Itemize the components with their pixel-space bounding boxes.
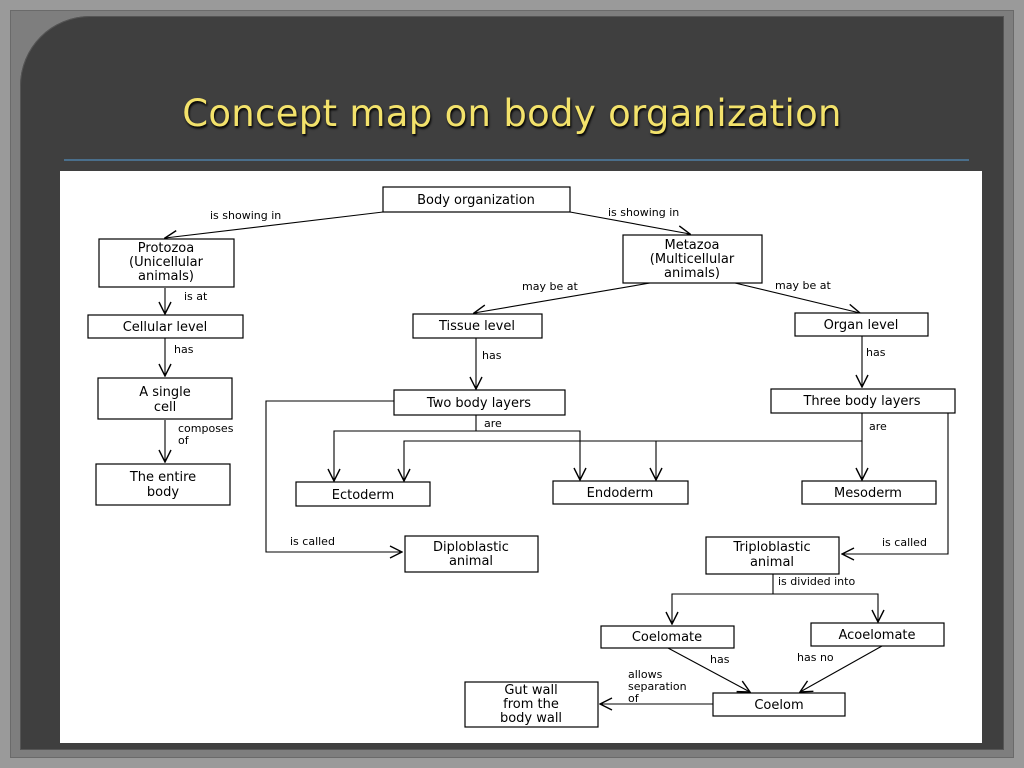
slide-title: Concept map on body organization <box>182 92 842 135</box>
svg-text:Acoelomate: Acoelomate <box>838 628 915 643</box>
node-tissue-level: Tissue level <box>412 313 543 339</box>
node-single-cell: A single cell <box>97 377 233 420</box>
node-body-organization: Body organization <box>382 186 571 213</box>
node-gut-wall: Gut wall from the body wall <box>464 681 599 728</box>
node-coelomate: Coelomate <box>600 625 735 649</box>
svg-text:A single: A single <box>139 385 191 400</box>
svg-text:animal: animal <box>449 554 493 569</box>
svg-text:animals): animals) <box>664 266 720 281</box>
svg-text:Ectoderm: Ectoderm <box>332 488 394 503</box>
svg-text:The entire: The entire <box>129 470 196 485</box>
edges <box>165 211 949 704</box>
label-are-two: are <box>484 417 502 430</box>
label-showing-in-left: is showing in <box>210 209 281 222</box>
svg-text:Triploblastic: Triploblastic <box>732 540 810 555</box>
svg-text:Gut wall: Gut wall <box>504 683 557 698</box>
title-divider <box>64 159 969 161</box>
svg-text:cell: cell <box>154 400 176 415</box>
edge-acoelomate-to-coelom <box>800 645 883 692</box>
label-has-coelomate: has <box>710 653 730 666</box>
node-protozoa: Protozoa (Unicellular animals) <box>98 238 235 288</box>
svg-text:Mesoderm: Mesoderm <box>834 486 902 501</box>
label-allows-3: of <box>628 692 640 705</box>
label-may-be-at-left: may be at <box>522 280 578 293</box>
node-two-body-layers: Two body layers <box>393 389 566 416</box>
label-composes-of: of <box>178 434 190 447</box>
node-three-body-layers: Three body layers <box>770 388 956 414</box>
edge-three-layers-to-ectoderm-b <box>404 413 863 481</box>
label-called-triplo: is called <box>882 536 927 549</box>
node-ectoderm: Ectoderm <box>295 481 431 507</box>
label-are-three: are <box>869 420 887 433</box>
node-mesoderm: Mesoderm <box>801 480 937 505</box>
svg-text:Coelomate: Coelomate <box>632 630 702 645</box>
label-has-organ: has <box>866 346 886 359</box>
label-is-at: is at <box>184 290 208 303</box>
node-cellular-level: Cellular level <box>87 314 244 339</box>
svg-text:Coelom: Coelom <box>754 698 803 713</box>
concept-map: is showing in is showing in is at may be… <box>87 186 956 728</box>
node-metazoa: Metazoa (Multicellular animals) <box>622 234 763 284</box>
label-has-tissue: has <box>482 349 502 362</box>
node-diploblastic: Diploblastic animal <box>404 535 539 573</box>
svg-text:body: body <box>147 485 179 500</box>
label-may-be-at-right: may be at <box>775 279 831 292</box>
edge-triplo-to-coelomate <box>672 574 774 624</box>
svg-text:Metazoa: Metazoa <box>664 238 719 253</box>
label-divided-into: is divided into <box>778 575 855 588</box>
svg-text:Two body layers: Two body layers <box>426 396 531 411</box>
svg-text:from the: from the <box>503 697 559 712</box>
edge-body-to-metazoa <box>569 211 690 234</box>
svg-text:animals): animals) <box>138 269 194 284</box>
edge-metazoa-to-tissue <box>474 282 651 313</box>
svg-text:Cellular level: Cellular level <box>123 320 208 335</box>
node-entire-body: The entire body <box>95 463 231 506</box>
svg-text:Protozoa: Protozoa <box>138 241 194 256</box>
svg-text:Three body layers: Three body layers <box>802 394 920 409</box>
node-endoderm: Endoderm <box>552 480 689 505</box>
edge-triplo-to-acoelomate <box>773 593 878 622</box>
svg-text:Diploblastic: Diploblastic <box>433 540 509 555</box>
svg-text:Tissue level: Tissue level <box>438 319 515 334</box>
label-has-no: has no <box>797 651 834 664</box>
edge-labels: is showing in is showing in is at may be… <box>174 206 927 705</box>
concept-map-panel: is showing in is showing in is at may be… <box>60 171 982 743</box>
node-triploblastic: Triploblastic animal <box>705 536 840 575</box>
edge-two-layers-to-diploblastic <box>265 400 402 552</box>
edge-coelomate-to-coelom <box>667 647 750 692</box>
node-acoelomate: Acoelomate <box>810 622 945 647</box>
svg-text:animal: animal <box>750 555 794 570</box>
label-showing-in-right: is showing in <box>608 206 679 219</box>
svg-text:Endoderm: Endoderm <box>587 486 654 501</box>
label-allows-1: allows <box>628 668 663 681</box>
label-composes: composes <box>178 422 234 435</box>
svg-text:Organ level: Organ level <box>824 318 899 333</box>
edge-two-layers-to-ectoderm-a <box>334 415 477 481</box>
node-coelom: Coelom <box>712 692 846 717</box>
edge-body-to-protozoa <box>165 211 384 238</box>
label-allows-2: separation <box>628 680 687 693</box>
label-has-cellular: has <box>174 343 194 356</box>
edge-two-layers-to-endoderm-a <box>476 430 580 480</box>
svg-text:(Unicellular: (Unicellular <box>129 255 204 270</box>
svg-text:Body organization: Body organization <box>417 193 535 208</box>
edge-metazoa-to-organ <box>734 282 860 313</box>
svg-text:body wall: body wall <box>500 711 562 726</box>
svg-text:(Multicellular: (Multicellular <box>650 252 735 267</box>
node-organ-level: Organ level <box>794 312 929 337</box>
label-called-diplo: is called <box>290 535 335 548</box>
